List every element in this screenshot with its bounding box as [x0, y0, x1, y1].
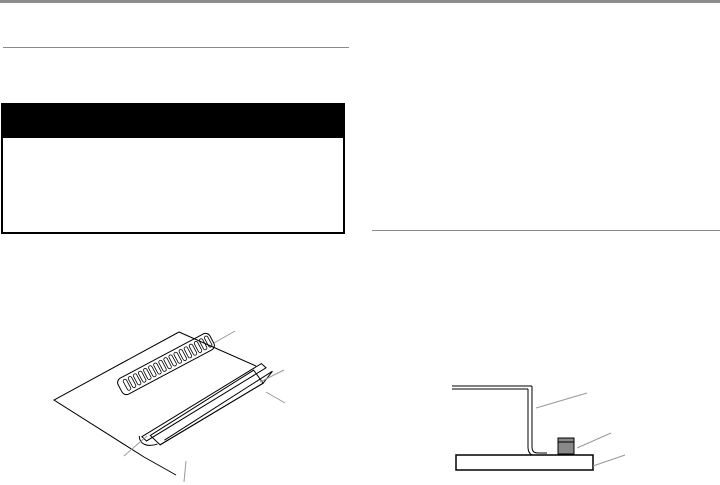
grille-slot [188, 343, 198, 356]
grille-slot [143, 368, 152, 380]
callout-line-side [535, 392, 588, 409]
callout-line-trough-edge [265, 391, 286, 404]
grille-slot [204, 335, 213, 348]
grille-slots [122, 335, 213, 391]
callout-line-panel [183, 460, 187, 483]
grille-slot [153, 362, 162, 375]
callout-line-block [576, 432, 612, 449]
grille-slot [183, 346, 193, 359]
spacer-block [557, 437, 575, 455]
base-slab [455, 454, 594, 471]
section-rule-right [372, 230, 720, 231]
section-rule-left [3, 47, 349, 48]
grille-slot [148, 365, 157, 378]
callout-line-base [592, 454, 626, 467]
grille-slot [173, 351, 182, 364]
panel-top-edge [178, 331, 257, 367]
grille-slot [163, 357, 172, 370]
grille [117, 332, 215, 396]
callout-line-grille [213, 330, 236, 344]
cabinet-side [531, 386, 547, 454]
panel-outline [53, 331, 180, 458]
grille-slot [158, 359, 167, 372]
callout-line-lip [123, 435, 148, 457]
grille-slot [132, 373, 142, 386]
warning-box [1, 103, 345, 234]
grille-slot [178, 349, 187, 361]
callout-line-trough-top [259, 369, 285, 383]
grille-slot [138, 370, 147, 383]
grille-slot [168, 354, 177, 367]
grille-slot [127, 376, 137, 388]
grille-slot [198, 338, 208, 351]
trough [138, 362, 273, 446]
grille-slot [122, 378, 132, 391]
page-top-rule [0, 0, 720, 3]
panel-bottom-edge [143, 456, 177, 476]
warning-header-bar [3, 105, 343, 138]
grille-slot [193, 341, 203, 353]
